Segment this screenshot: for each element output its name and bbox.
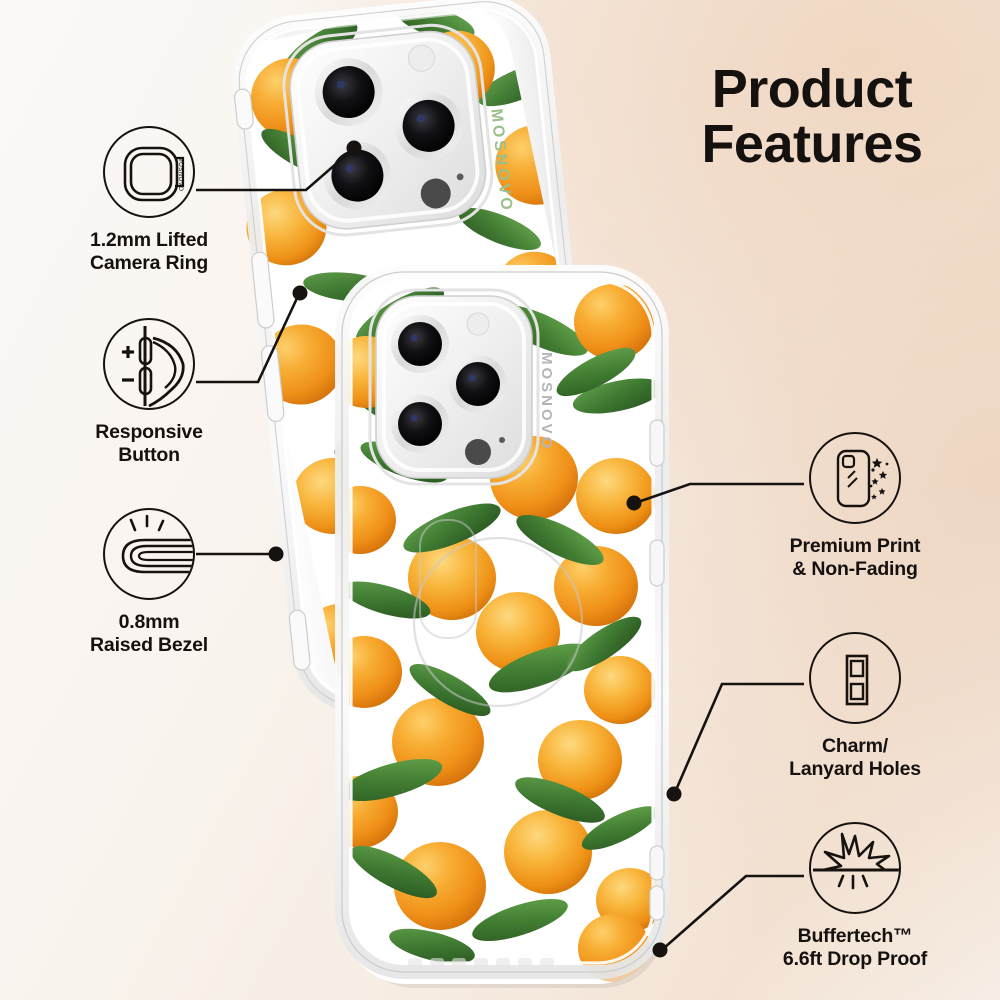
caption-line-1: Buffertech™ [797, 925, 913, 947]
connector-dot-drop [652, 942, 668, 958]
caption-line-1: 1.2mm Lifted [90, 229, 208, 251]
feature-camera-ring: MOSNOVO 1.2mm Lifted Camera Ring [34, 126, 264, 275]
feature-premium-print: Premium Print & Non-Fading [740, 432, 970, 581]
lanyard-holes-icon [809, 632, 901, 724]
feature-caption-premium-print: Premium Print & Non-Fading [740, 535, 970, 581]
feature-raised-bezel: 0.8mm Raised Bezel [34, 508, 264, 657]
title-line-2: Features [701, 114, 923, 175]
bottom-speaker-grille [408, 958, 554, 967]
feature-responsive-button: Responsive Button [34, 318, 264, 467]
svg-text:MOSNOVO: MOSNOVO [177, 157, 183, 192]
caption-line-1: Charm/ [822, 735, 888, 757]
feature-lanyard-holes: Charm/ Lanyard Holes [740, 632, 970, 781]
brand-text-back: MOSNOVO [487, 108, 515, 214]
caption-line-2: Camera Ring [89, 251, 209, 274]
title-line-1: Product [711, 59, 913, 119]
caption-line-2: 6.6ft Drop Proof [782, 947, 928, 970]
impact-burst-icon [809, 822, 901, 914]
feature-caption-responsive-button: Responsive Button [34, 421, 264, 467]
connector-dot-bezel [268, 546, 284, 562]
feature-caption-lanyard-holes: Charm/ Lanyard Holes [740, 735, 970, 781]
feature-caption-camera-ring: 1.2mm Lifted Camera Ring [34, 229, 264, 275]
caption-line-2: Raised Bezel [90, 633, 208, 656]
connector-dot-camera [346, 140, 362, 156]
orange-pattern-back [246, 5, 611, 676]
front-phone-case: MOSNOVO [335, 265, 669, 988]
orange-pattern-front [344, 284, 660, 982]
camera-module-icon: MOSNOVO [103, 126, 195, 218]
back-phone-camera-module [282, 23, 494, 237]
connector-dot-lanyard [666, 786, 682, 802]
caption-line-2: Lanyard Holes [789, 757, 921, 780]
volume-button-finger-icon [103, 318, 195, 410]
connector-dot-print [626, 495, 642, 511]
page-title: Product Features [628, 59, 996, 175]
connector-lines [196, 140, 804, 958]
caption-line-2: & Non-Fading [792, 557, 918, 580]
front-phone-camera-module [368, 288, 540, 486]
caption-line-1: Premium Print [789, 535, 921, 557]
back-phone-case: MOSNOVO [232, 0, 611, 713]
caption-line-1: Responsive [95, 421, 203, 443]
raised-bezel-profile-icon [103, 508, 195, 600]
feature-drop-proof: Buffertech™ 6.6ft Drop Proof [740, 822, 970, 971]
front-phone-lanyard-holes [649, 419, 665, 921]
feature-caption-raised-bezel: 0.8mm Raised Bezel [34, 611, 264, 657]
brand-text-front: MOSNOVO [538, 352, 555, 451]
caption-line-1: 0.8mm [118, 611, 180, 633]
caption-line-2: Button [118, 443, 180, 466]
feature-caption-drop-proof: Buffertech™ 6.6ft Drop Proof [740, 925, 970, 971]
connector-dot-button [292, 285, 308, 301]
phone-case-sparkle-icon [809, 432, 901, 524]
